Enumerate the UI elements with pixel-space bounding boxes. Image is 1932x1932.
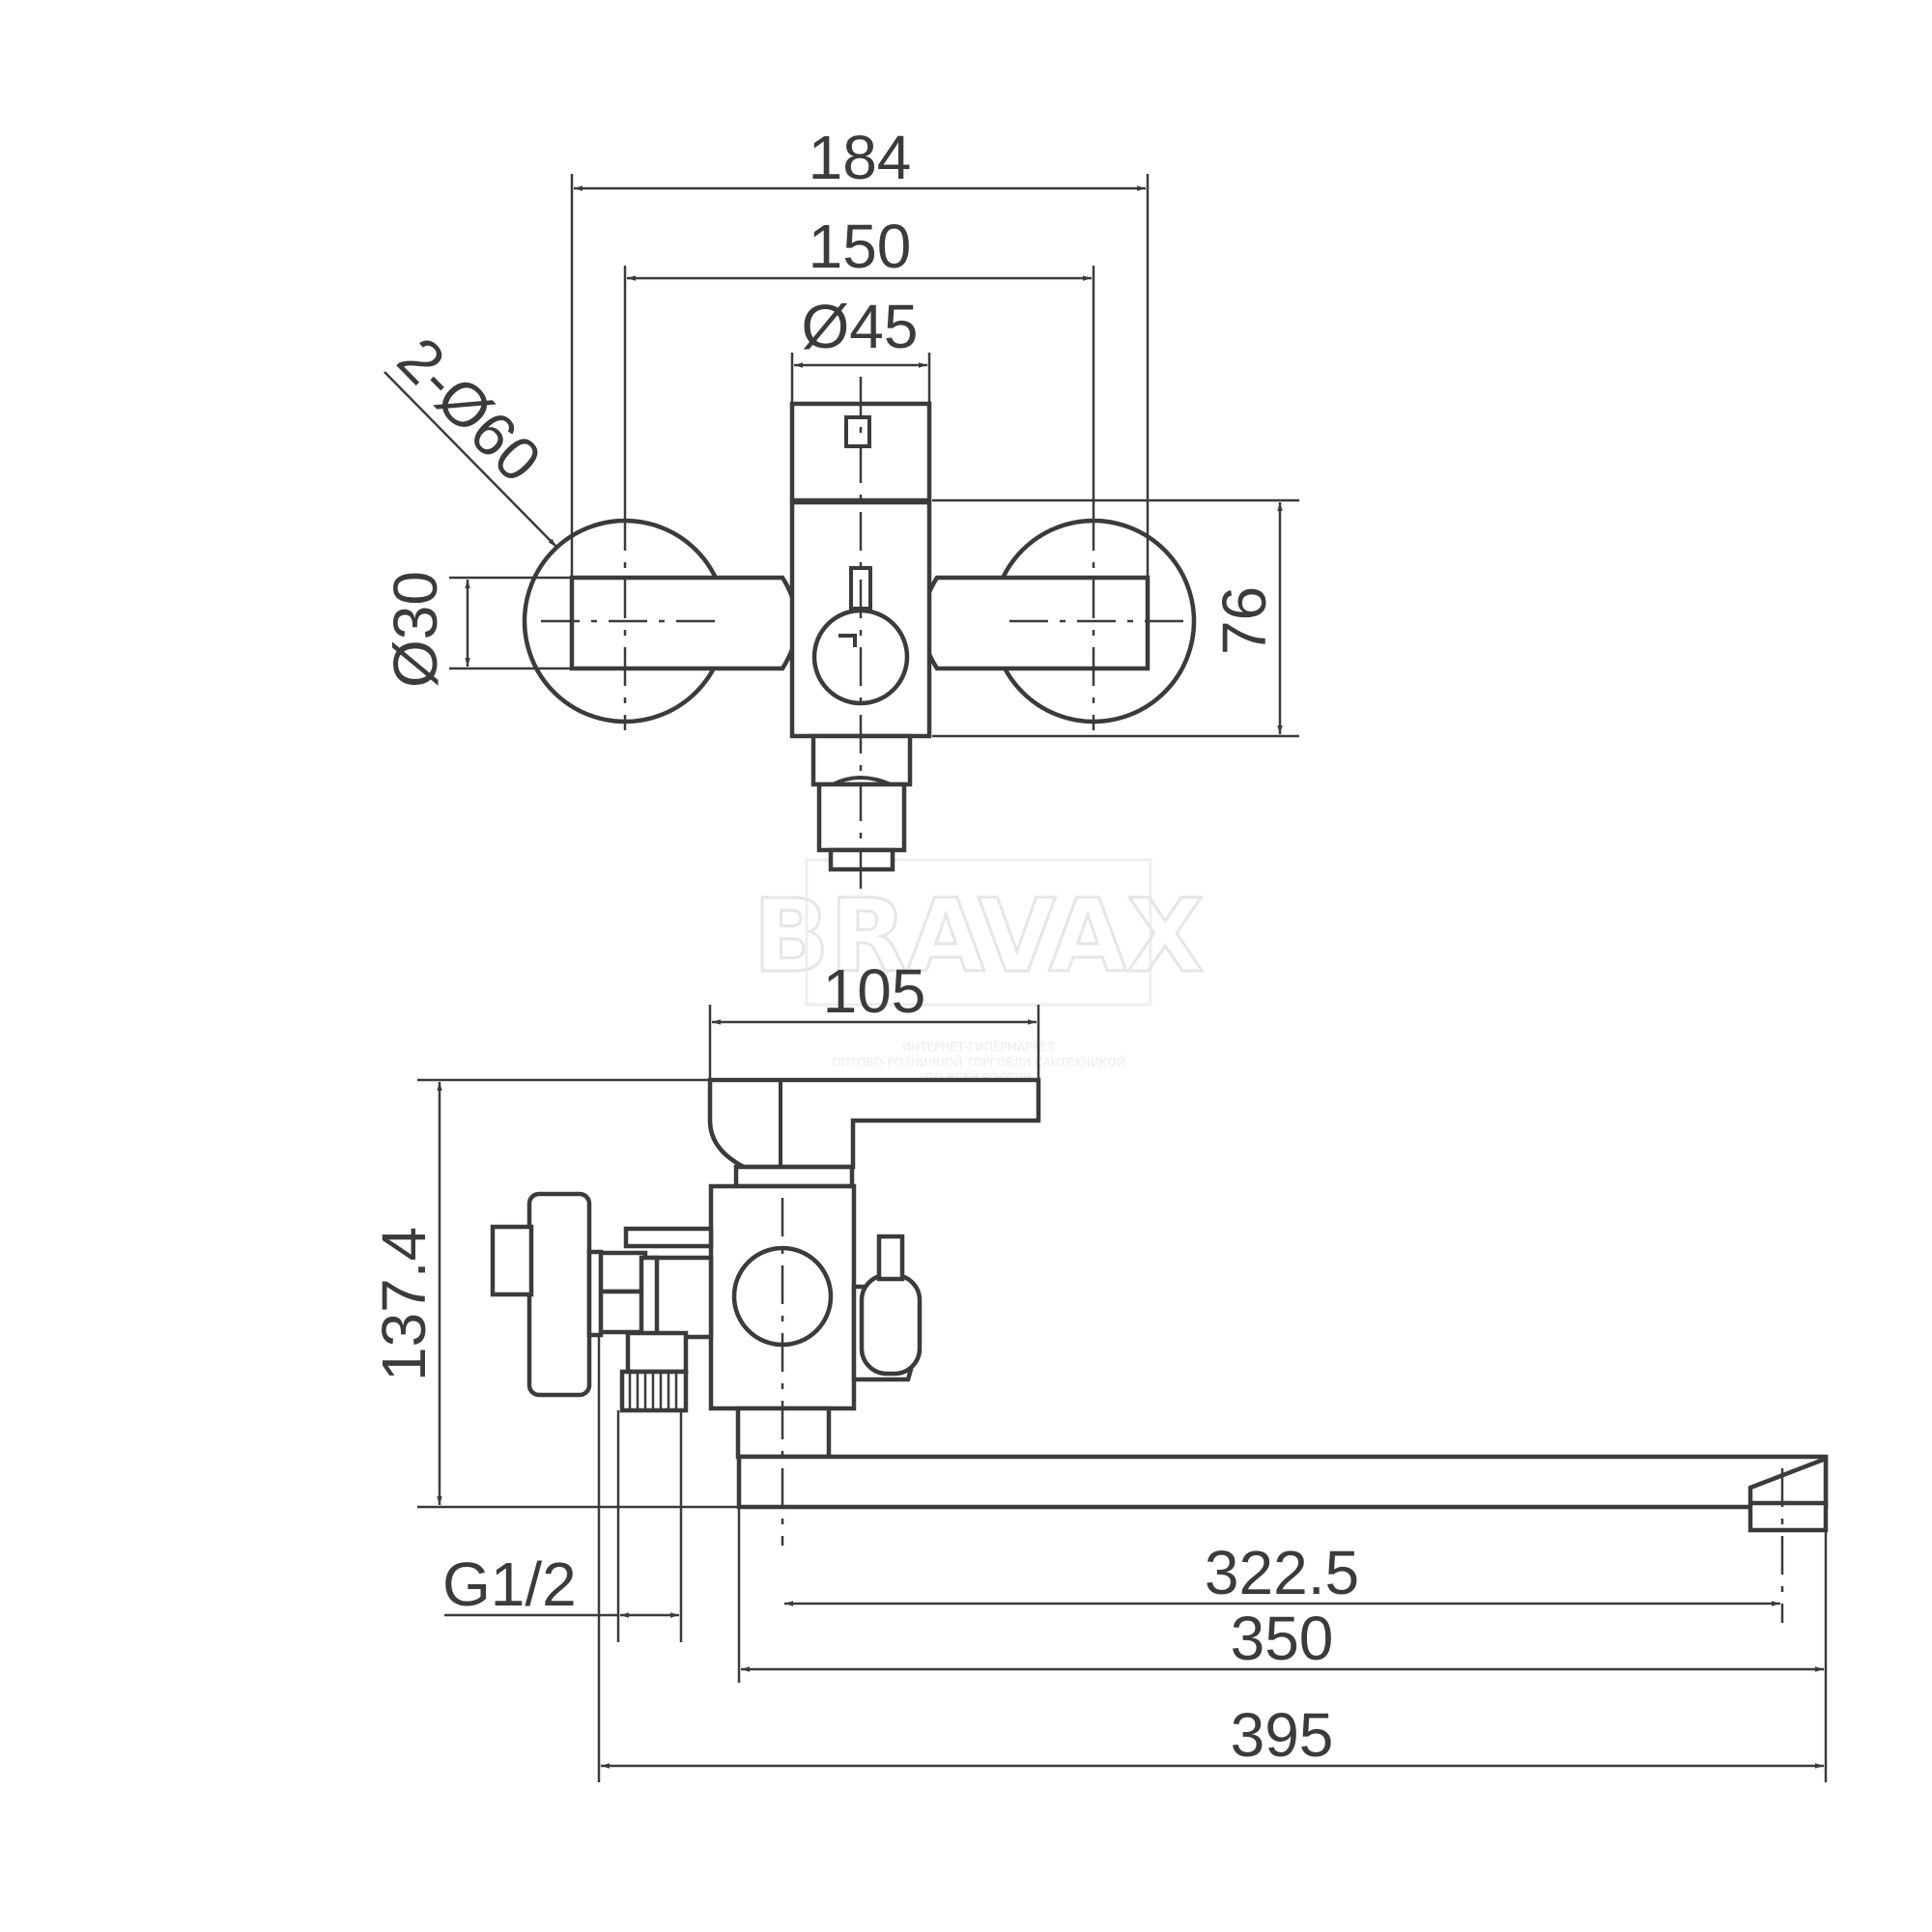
dim-text-d30: Ø30 bbox=[381, 571, 450, 688]
thread-lines bbox=[628, 1372, 678, 1410]
flange-collar bbox=[586, 1249, 604, 1338]
left-connector-arm bbox=[569, 575, 800, 671]
watermark-line-2: ОПТОВО-РОЗНИЧНОЙ ТОРГОВЛИ САНТЕХНИКОЙ bbox=[832, 1055, 1125, 1069]
dim-text-76: 76 bbox=[1209, 586, 1279, 655]
dim-text-d45: Ø45 bbox=[802, 292, 919, 361]
dim-text-105: 105 bbox=[823, 956, 926, 1026]
watermark-line-1: ИНТЕРНЕТ-ГИПЕРМАРКЕТ bbox=[902, 1040, 1055, 1054]
left-nut-top bbox=[596, 1250, 648, 1294]
dim-text-322-5: 322.5 bbox=[1205, 1538, 1359, 1607]
nozzle-curve-1 bbox=[832, 776, 892, 786]
watermark: BRAVAX ИНТЕРНЕТ-ГИПЕРМАРКЕТ ОПТОВО-РОЗНИ… bbox=[752, 858, 1206, 1085]
dim-text-150: 150 bbox=[809, 212, 912, 281]
leader-d60 bbox=[384, 371, 557, 548]
diverter-stem bbox=[876, 1234, 905, 1282]
top-view: 184 150 Ø45 2-Ø60 Ø30 76 bbox=[381, 123, 1299, 898]
dim-text-137-4: 137.4 bbox=[369, 1227, 439, 1381]
inlet-nut bbox=[625, 1330, 689, 1375]
side-view: 105 137.4 G1/2 322.5 350 395 bbox=[369, 956, 1829, 1782]
right-connector-arm bbox=[920, 575, 1151, 671]
diverter-mark bbox=[838, 634, 857, 647]
watermark-frame bbox=[805, 858, 1152, 1007]
lever-collar bbox=[733, 1164, 855, 1189]
diverter-button bbox=[859, 1272, 923, 1377]
lever-handle bbox=[707, 1077, 1041, 1170]
upper-pipe bbox=[623, 1226, 714, 1249]
spout-tube bbox=[736, 1454, 1829, 1510]
wall-flange bbox=[526, 1191, 592, 1398]
aerator bbox=[1747, 1500, 1829, 1533]
flange-boss bbox=[490, 1224, 534, 1297]
dim-text-d60: 2-Ø60 bbox=[384, 324, 554, 495]
left-nut-shaft bbox=[639, 1255, 660, 1338]
dim-text-395: 395 bbox=[1231, 1700, 1334, 1770]
left-connector bbox=[649, 1255, 714, 1340]
dim-text-350: 350 bbox=[1231, 1604, 1334, 1673]
cap-pin bbox=[844, 415, 871, 448]
dim-text-g12: G1/2 bbox=[442, 1549, 577, 1619]
left-nut-bottom bbox=[596, 1289, 648, 1335]
dim-text-184: 184 bbox=[809, 123, 912, 192]
watermark-brand: BRAVAX bbox=[753, 877, 1205, 995]
